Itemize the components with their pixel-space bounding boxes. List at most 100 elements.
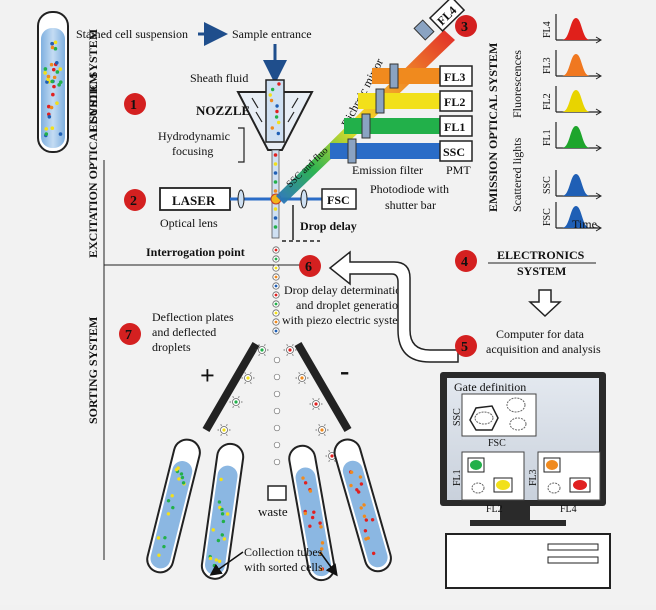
sorted-droplet [255, 344, 269, 356]
histogram-label: SSC [542, 176, 553, 194]
deflection-label-3: droplets [152, 340, 191, 354]
cell-dot [57, 83, 61, 87]
sorted-cell [308, 489, 313, 493]
collection-tube [288, 444, 336, 582]
gate-cluster-3 [509, 417, 527, 431]
droplet-cell [274, 293, 278, 297]
collection-arrow-right [319, 551, 338, 577]
sorted-cell [156, 536, 161, 540]
cell-dot [44, 127, 49, 131]
waste-droplet [273, 441, 281, 449]
droplet-cell [274, 329, 278, 333]
collection-arrow-left [209, 551, 244, 576]
droplet-cell [274, 275, 278, 279]
cell-dot [58, 67, 63, 71]
charge-tick [324, 434, 326, 436]
charge-tick [298, 382, 300, 384]
cell-dot [43, 67, 48, 71]
cell-dot [268, 93, 272, 97]
waste-droplet [273, 373, 281, 381]
charge-tick [220, 434, 222, 436]
cell-dot [46, 104, 51, 109]
gate-box-green [467, 457, 485, 473]
sorted-cell [301, 476, 305, 480]
charge-tick [286, 354, 288, 356]
pmt-ssc [439, 140, 473, 162]
sorted-cell [362, 514, 367, 518]
waste-droplet [273, 458, 281, 466]
charge-tick [292, 354, 294, 356]
sorted-cell [220, 512, 225, 516]
cell-dot [277, 82, 281, 86]
charge-tick [250, 372, 252, 374]
droplet-cell [274, 248, 278, 252]
sorted-cell [319, 567, 323, 571]
sorted-cell [310, 515, 315, 520]
fsc-detector [321, 188, 357, 210]
cell-dot [270, 126, 274, 130]
svg-text:1: 1 [130, 98, 137, 113]
charge-tick [318, 398, 320, 400]
droplet-cell [234, 400, 238, 404]
cell-dot [58, 132, 63, 136]
cell-dot [270, 87, 275, 92]
sorted-droplet [229, 396, 243, 408]
droplet-cell [320, 428, 324, 432]
svg-text:5: 5 [461, 340, 468, 355]
sorted-cell [170, 494, 174, 498]
sorted-cell [217, 500, 222, 504]
gate-box-yellow [493, 477, 513, 493]
gate-cluster-orange [546, 460, 558, 470]
step-4: 4 [455, 250, 477, 272]
scattered-lights-label: Scattered lights [510, 137, 524, 212]
pmt-fl1 [439, 115, 473, 137]
charge-tick [250, 382, 252, 384]
svg-text:4: 4 [461, 255, 468, 270]
deflection-plate-positive [202, 341, 260, 433]
drop-delay-determination-1: Drop delay determination [284, 283, 407, 297]
sorted-cell [211, 528, 215, 532]
photodiode-label-2: shutter bar [385, 198, 436, 212]
droplet-cell [314, 402, 318, 406]
charge-tick [258, 354, 260, 356]
histogram-label: FL1 [542, 129, 553, 146]
sorted-cell [355, 488, 359, 492]
deflection-plate-negative [294, 341, 352, 433]
charge-tick [244, 372, 246, 374]
cell-dot [276, 120, 281, 125]
hydrodynamic-bracket [238, 127, 245, 163]
sorted-cell [362, 503, 366, 507]
sorted-cell [359, 506, 363, 510]
sorted-cell [303, 511, 307, 516]
nozzle-label: NOZZLE [196, 103, 250, 118]
cell-dot [49, 105, 54, 110]
sorted-droplet [315, 424, 329, 436]
cell-dot [47, 114, 52, 119]
emission-channels [330, 19, 440, 164]
cell-dot [275, 109, 279, 114]
sorting-system-label: SORTING SYSTEM [86, 317, 100, 424]
waste-droplet [273, 424, 281, 432]
deflection-label-2: and deflected [152, 325, 216, 339]
cell-dot [50, 79, 55, 84]
droplet-cell [288, 348, 292, 352]
pmt-ssc-label: SSC [443, 145, 465, 159]
sorted-cell [320, 547, 324, 551]
optical-lens-label: Optical lens [160, 216, 218, 230]
charge-tick [292, 344, 294, 346]
cell-dot [50, 126, 55, 131]
cell-dot [273, 171, 278, 175]
charge-tick [286, 344, 288, 346]
time-label: Time [572, 217, 597, 231]
cell-dot [269, 98, 274, 103]
tube-liquid [150, 461, 193, 569]
sorted-cell [219, 477, 223, 482]
sorted-cell [171, 505, 175, 510]
cell-dot [273, 153, 278, 157]
droplet-cell [274, 320, 278, 324]
sorted-cell [222, 537, 227, 541]
sorted-cell [166, 499, 171, 503]
svg-text:7: 7 [125, 328, 132, 343]
sorted-droplet [283, 344, 297, 356]
